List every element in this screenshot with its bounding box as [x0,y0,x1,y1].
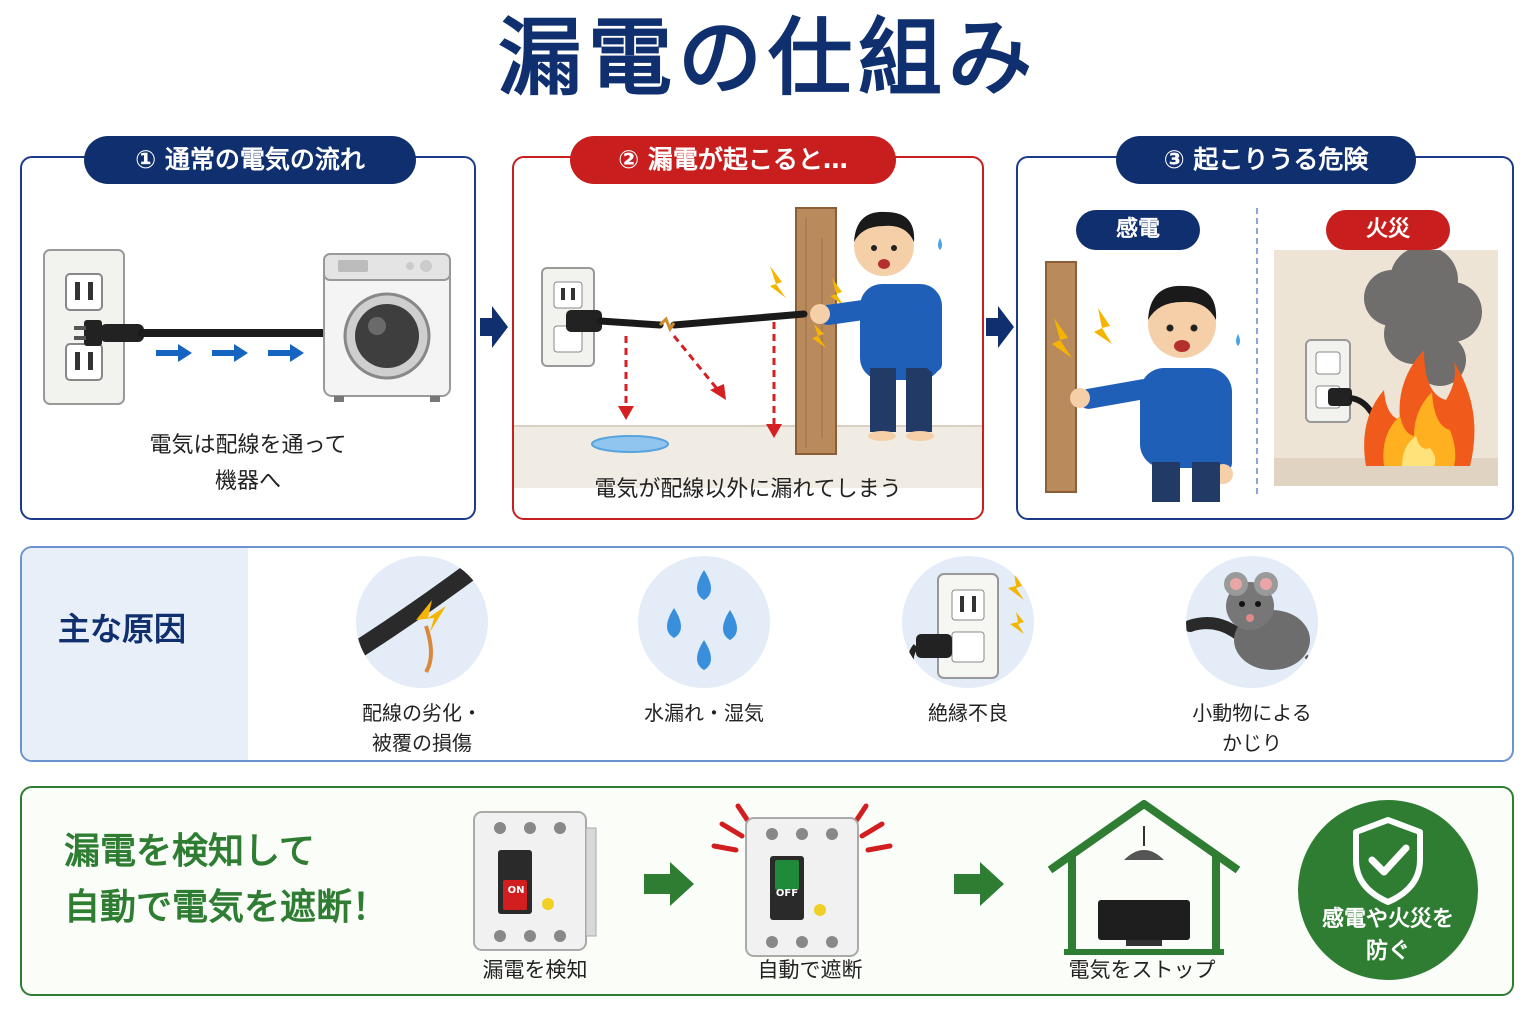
lamp-icon [1124,850,1164,860]
cause-label: 小動物による かじり [1192,701,1312,755]
step-label: 電気をストップ [1068,958,1216,982]
page-title: 漏電の仕組み [497,9,1038,107]
wooden-post [1045,261,1077,493]
lightning-icon [770,266,844,348]
lightning-icon [1052,308,1112,358]
smoke [1364,250,1482,386]
cause-label: 水漏れ・湿気 [644,701,764,725]
panel-leakage: ② 漏電が起こると… [512,136,984,520]
shield-check-icon [1353,817,1423,905]
arrow-icon [480,306,508,348]
damaged-wire-icon [356,556,488,688]
water-puddle [591,435,669,453]
divider [1256,208,1258,494]
damaged-cord [670,310,808,329]
water-drops-icon [638,556,770,688]
panel-normal-flow: ① 通常の電気の流れ [20,136,476,520]
arrow-icon [954,862,1004,906]
breaker-off-icon: OFF [711,803,893,957]
person-icon [1070,285,1240,502]
mouse-icon [1186,556,1318,688]
arrow-icon [644,862,694,906]
outlet-icon [1305,339,1352,423]
protection-badge: 感電や火災を 防ぐ [1298,800,1478,980]
plug-icon [566,310,602,332]
switch-on-text: ON [508,885,525,896]
cause-item: 小動物による かじり [1132,556,1372,758]
washing-machine-icon [323,253,451,402]
breaker-on-icon [473,811,597,951]
leak-arrows [624,322,776,426]
causes-title: 主な原因 [58,610,187,648]
wooden-post [795,207,837,455]
switch-off-text: OFF [776,888,798,899]
panel-1-label: ① 通常の電気の流れ [84,136,416,184]
cause-item: 絶縁不良 [848,556,1088,728]
house-icon [1047,800,1241,955]
cause-label: 絶縁不良 [928,701,1008,725]
fire-label: 火災 [1326,210,1450,250]
protection-section: 漏電を検知して 自動で電気を遮断！ 漏電を検知 ON OFF 自動で遮断 [20,786,1514,996]
protection-headline: 漏電を検知して 自動で電気を遮断！ [64,831,389,928]
arrow-icon [986,306,1014,348]
causes-section: 主な原因 配線の劣化・ 被覆の損傷 水漏れ・湿気 [20,546,1514,762]
tv-icon [1098,900,1190,940]
outlet-spark-icon [902,556,1034,688]
breaker-on-label: ON [508,885,525,896]
badge-text: 感電や火災を 防ぐ [1321,907,1454,964]
step-label: 漏電を検知 [482,958,588,982]
panel-dangers: ③ 起こりうる危険 感電 火災 [1016,136,1514,520]
cause-item: 水漏れ・湿気 [584,556,824,728]
fire-icon [1364,350,1475,466]
panel-1-caption: 電気は配線を通って 機器へ [149,433,347,494]
person-icon [810,211,942,441]
panel-2-label: ② 漏電が起こると… [570,136,896,184]
step-label: 自動で遮断 [757,958,863,982]
plug-icon [74,320,144,346]
normal-flow-illustration [43,249,451,405]
electric-shock-label: 感電 [1076,210,1200,250]
panel-2-caption: 電気が配線以外に漏れてしまう [594,477,902,502]
leakage-illustration [514,207,982,488]
cause-label: 配線の劣化・ 被覆の損傷 [362,701,482,755]
fire-illustration [1274,250,1498,486]
panel-3-label: ③ 起こりうる危険 [1116,136,1416,184]
shock-illustration [1045,261,1240,502]
current-flow-arrows [156,344,304,362]
cause-item: 配線の劣化・ 被覆の損傷 [302,556,542,758]
